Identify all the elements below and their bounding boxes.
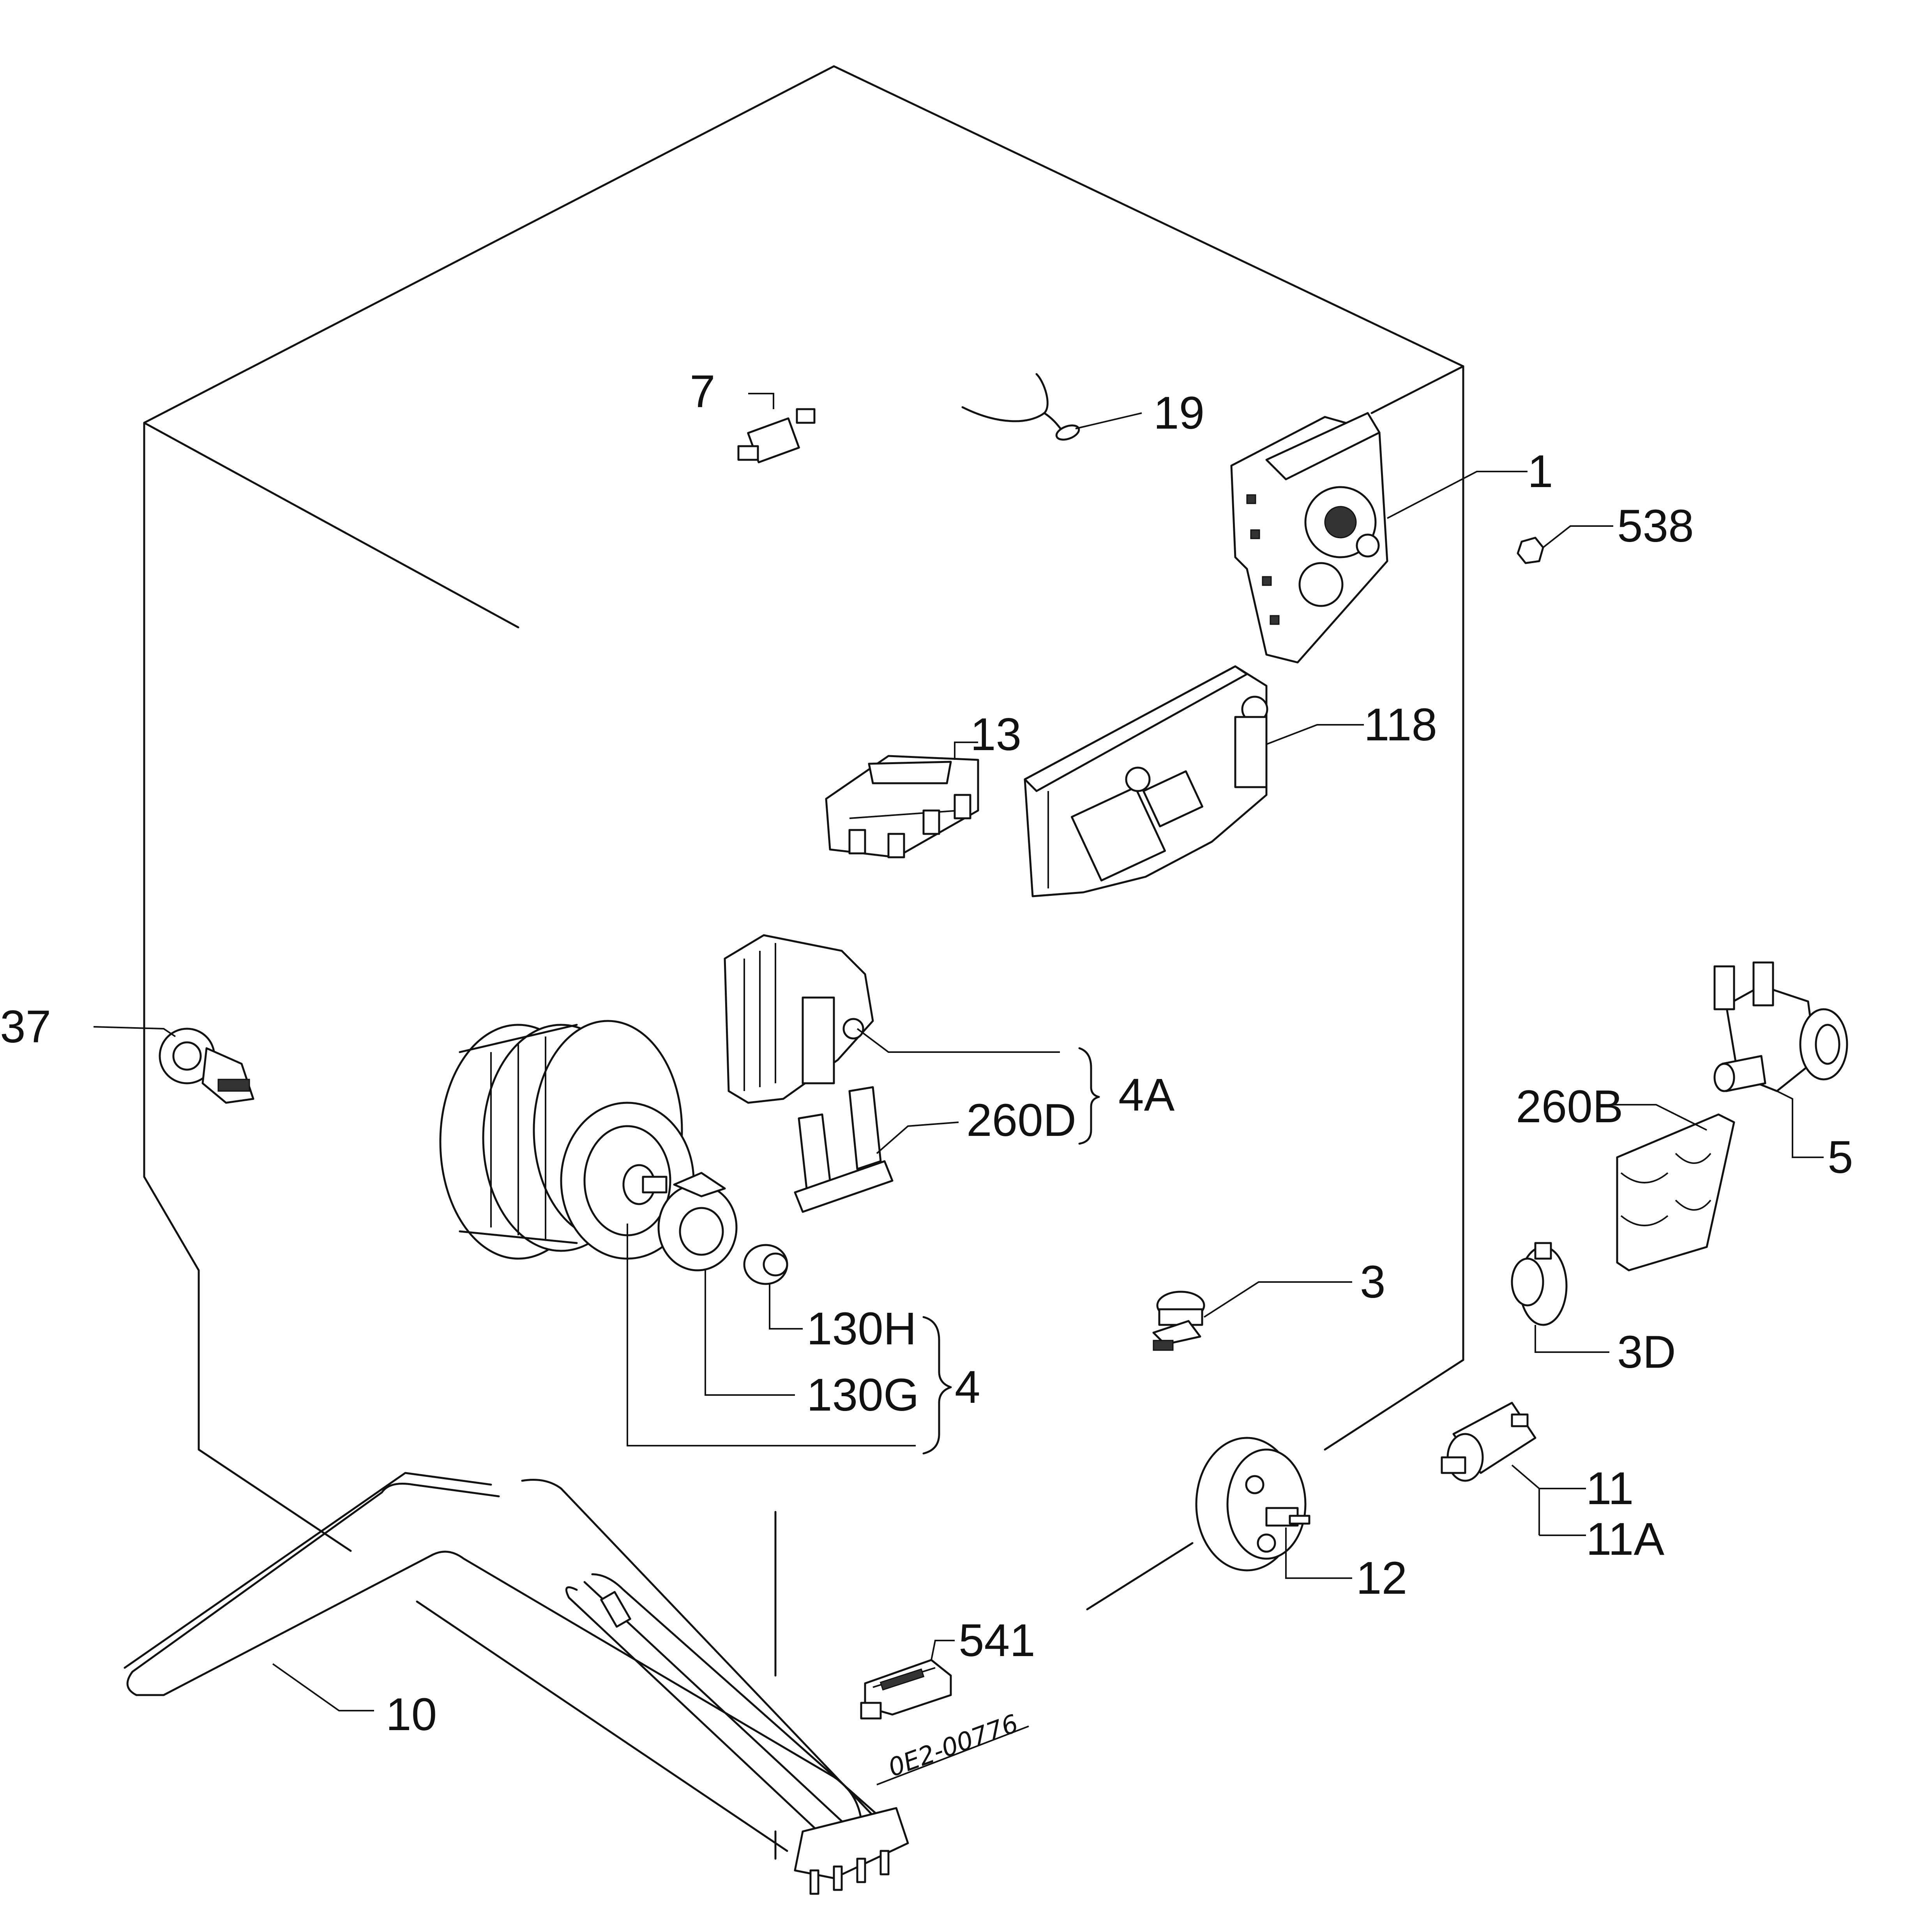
drawing-reference: 0E2-00776 xyxy=(885,1709,1022,1783)
label-part-11A: 11A xyxy=(1586,1513,1664,1565)
part-260B-bracket xyxy=(1609,1104,1735,1271)
label-part-260D: 260D xyxy=(966,1095,1076,1146)
part-4A-pump xyxy=(724,934,1060,1104)
part-118-control-module xyxy=(1024,665,1364,897)
label-part-130G: 130G xyxy=(807,1369,919,1421)
label-part-1: 1 xyxy=(1528,446,1553,497)
part-541-clip xyxy=(860,1640,955,1720)
part-3D-thermostat xyxy=(1511,1242,1609,1353)
label-part-538: 538 xyxy=(1617,500,1694,552)
part-1-timer xyxy=(1230,412,1528,664)
part-19-sensor-wire xyxy=(961,373,1142,441)
label-part-11: 11 xyxy=(1586,1463,1634,1514)
label-part-5: 5 xyxy=(1828,1132,1853,1183)
label-part-7: 7 xyxy=(690,366,715,417)
part-538-nut xyxy=(1517,525,1613,564)
label-part-10: 10 xyxy=(386,1689,437,1740)
cabinet-outline xyxy=(143,65,1464,1860)
label-part-3D: 3D xyxy=(1617,1326,1676,1378)
label-part-130H: 130H xyxy=(807,1303,917,1354)
part-12-pressure-switch xyxy=(1195,1437,1352,1579)
label-part-19: 19 xyxy=(1153,387,1204,439)
part-13-switch-block xyxy=(825,742,979,858)
label-part-3: 3 xyxy=(1360,1256,1386,1308)
part-11-capacitor xyxy=(1441,1402,1586,1536)
part-7-switch xyxy=(737,393,816,463)
drawing-reference-underline xyxy=(876,1725,1029,1785)
part-3-thermostat xyxy=(1152,1281,1352,1351)
part-260D-bracket xyxy=(794,1086,959,1213)
brace-4 xyxy=(922,1316,952,1455)
label-part-37: 37 xyxy=(0,1001,51,1052)
label-part-4: 4 xyxy=(955,1362,980,1413)
label-part-13: 13 xyxy=(970,709,1021,760)
part-5-inlet-valve xyxy=(1713,961,1848,1158)
label-part-4A: 4A xyxy=(1118,1069,1175,1121)
part-130G-fan xyxy=(657,1172,795,1396)
brace-4A xyxy=(1078,1047,1100,1145)
label-part-12: 12 xyxy=(1356,1552,1407,1604)
part-37-connector xyxy=(93,1026,254,1104)
part-10-heating-element xyxy=(124,1472,909,1895)
label-part-541: 541 xyxy=(959,1615,1035,1666)
part-130H-bushing xyxy=(743,1244,803,1330)
label-part-260B: 260B xyxy=(1516,1081,1623,1132)
label-part-118: 118 xyxy=(1364,699,1437,751)
